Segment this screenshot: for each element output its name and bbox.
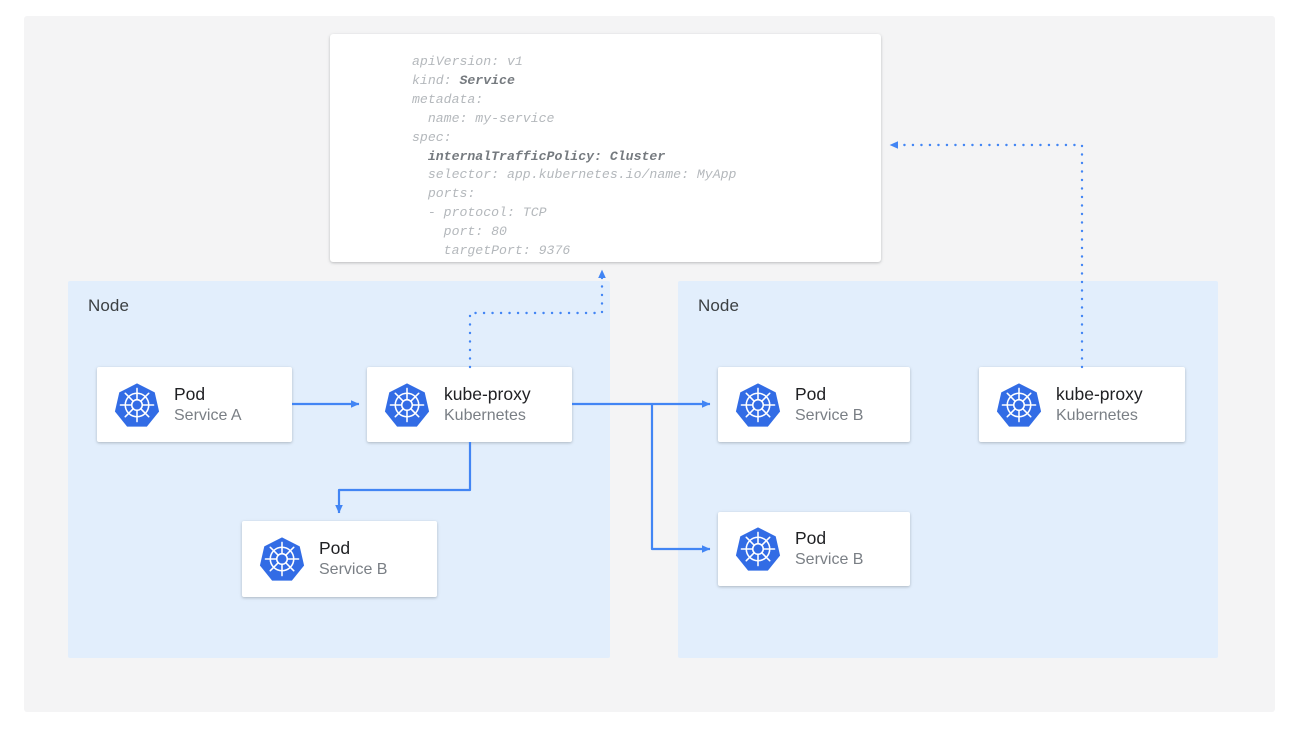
card-title: kube-proxy <box>1056 383 1143 404</box>
yaml-line-ports: ports: <box>412 186 476 202</box>
card-pod-service-b-remote-2-text: Pod Service B <box>795 528 863 570</box>
card-subtitle: Service B <box>795 406 864 424</box>
yaml-line-kind: kind: Service <box>412 72 515 88</box>
yaml-line-port: port: 80 <box>412 224 507 240</box>
diagram-canvas: Node Node apiVersion: v1 kind: Service m… <box>24 16 1275 712</box>
card-subtitle: Kubernetes <box>444 406 526 424</box>
card-title: kube-proxy <box>444 383 531 404</box>
service-manifest-panel: apiVersion: v1 kind: Service metadata: n… <box>330 34 881 262</box>
card-subtitle: Service B <box>319 561 388 579</box>
yaml-line-apiversion: apiVersion: v1 <box>412 54 523 69</box>
card-kube-proxy-right-text: kube-proxy Kubernetes <box>1056 384 1143 426</box>
yaml-line-selector: selector: app.kubernetes.io/name: MyApp <box>412 167 737 183</box>
card-title: Pod <box>174 383 206 404</box>
yaml-line-spec: spec: <box>412 129 452 145</box>
card-pod-service-a-text: Pod Service A <box>174 384 242 426</box>
service-manifest-code: apiVersion: v1 kind: Service metadata: n… <box>412 53 736 261</box>
kubernetes-logo-icon <box>996 382 1042 428</box>
card-subtitle: Service A <box>174 406 242 424</box>
yaml-line-internaltrafficpolicy: internalTrafficPolicy: Cluster <box>412 148 666 164</box>
yaml-line-name: name: my-service <box>412 110 555 126</box>
card-kube-proxy-right[interactable]: kube-proxy Kubernetes <box>979 367 1185 442</box>
yaml-line-metadata: metadata: <box>412 91 484 107</box>
kubernetes-logo-icon <box>114 382 160 428</box>
card-title: Pod <box>795 528 827 549</box>
card-title: Pod <box>319 538 351 559</box>
node-group-left: Node <box>68 281 610 658</box>
kubernetes-logo-icon <box>259 536 305 582</box>
yaml-line-targetport: targetPort: 9376 <box>412 243 571 259</box>
card-pod-service-a[interactable]: Pod Service A <box>97 367 292 442</box>
kubernetes-logo-icon <box>384 382 430 428</box>
card-pod-service-b-local-text: Pod Service B <box>319 538 387 580</box>
card-subtitle: Kubernetes <box>1056 406 1138 424</box>
node-label-right: Node <box>698 296 740 315</box>
yaml-line-protocol: - protocol: TCP <box>412 205 547 221</box>
card-pod-service-b-remote-1-text: Pod Service B <box>795 384 863 426</box>
card-kube-proxy-left-text: kube-proxy Kubernetes <box>444 384 531 426</box>
kubernetes-logo-icon <box>735 526 781 572</box>
card-title: Pod <box>795 383 827 404</box>
yaml-value-kind: Service <box>459 72 515 88</box>
node-group-right: Node <box>678 281 1218 658</box>
card-pod-service-b-remote-1[interactable]: Pod Service B <box>718 367 910 442</box>
card-subtitle: Service B <box>795 551 864 569</box>
card-pod-service-b-remote-2[interactable]: Pod Service B <box>718 512 910 586</box>
kubernetes-logo-icon <box>735 382 781 428</box>
card-kube-proxy-left[interactable]: kube-proxy Kubernetes <box>367 367 572 442</box>
node-label-left: Node <box>88 296 130 315</box>
card-pod-service-b-local[interactable]: Pod Service B <box>242 521 437 597</box>
